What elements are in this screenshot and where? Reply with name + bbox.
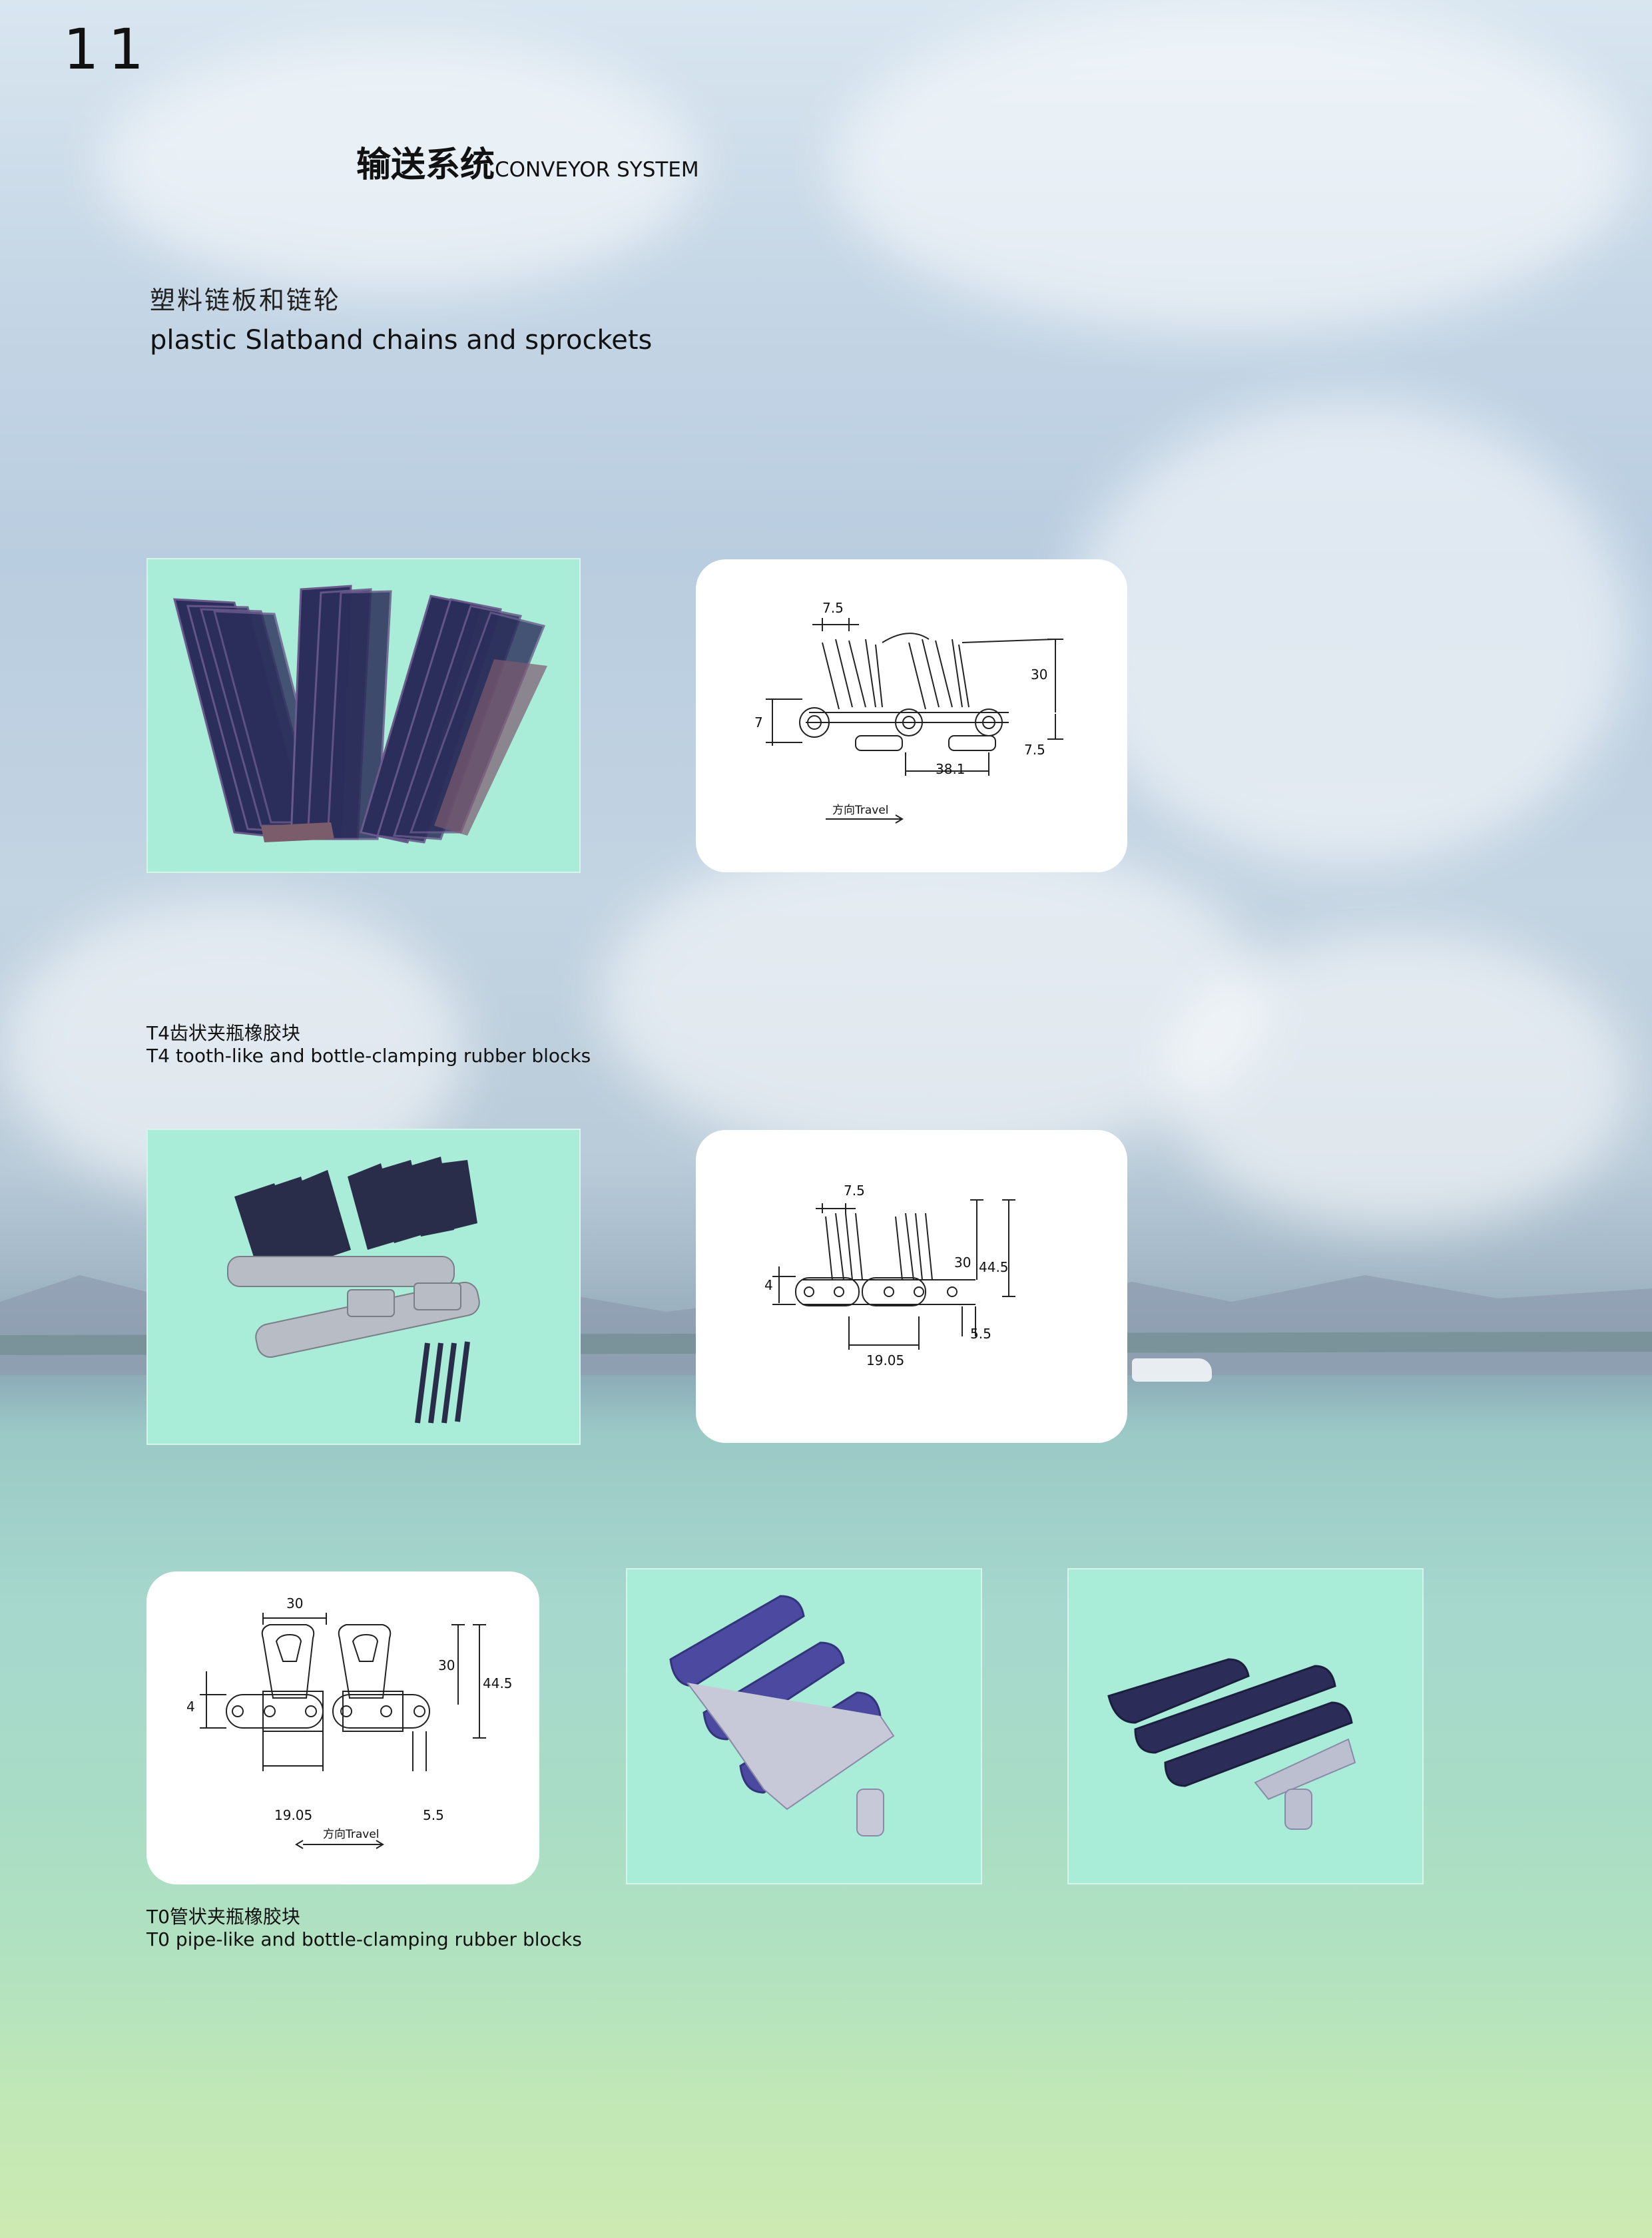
title-en: CONVEYOR SYSTEM xyxy=(495,158,699,182)
caption-t0-en: T0 pipe-like and bottle-clamping rubber … xyxy=(146,1928,582,1950)
dim-total-height: 44.5 xyxy=(979,1259,1009,1275)
caption-t4: T4齿状夹瓶橡胶块 T4 tooth-like and bottle-clamp… xyxy=(146,1022,591,1067)
title-cn: 输送系统 xyxy=(356,145,495,185)
product-photo-t4-chain xyxy=(146,1129,581,1445)
dim-bottom-gap: 5.5 xyxy=(970,1326,991,1342)
dim-height: 30 xyxy=(1031,667,1047,683)
dim-pitch: 19.05 xyxy=(866,1352,904,1368)
dim-width: 30 xyxy=(286,1595,303,1611)
page-number: 11 xyxy=(63,17,153,82)
dim-bottom-gap: 5.5 xyxy=(423,1807,444,1823)
caption-t4-en: T4 tooth-like and bottle-clamping rubber… xyxy=(146,1045,591,1067)
section-title-cn: 塑料链板和链轮 xyxy=(150,286,342,315)
technical-drawing-t4-side: 7.5 30 7 7.5 38.1 方向Travel xyxy=(696,559,1127,872)
dim-bottom-gap: 7.5 xyxy=(1024,742,1045,758)
dim-left-height: 7 xyxy=(754,714,763,730)
dim-left-height: 4 xyxy=(764,1277,773,1293)
technical-drawing-t0: 30 30 44.5 4 19.05 5.5 方向Travel xyxy=(146,1571,539,1884)
travel-direction: 方向Travel xyxy=(832,804,889,817)
product-photo-t0-dark xyxy=(1067,1568,1424,1884)
technical-drawing-t4-small: 7.5 30 44.5 4 5.5 19.05 xyxy=(696,1130,1127,1443)
dim-pitch: 38.1 xyxy=(936,761,965,777)
product-photo-t0-blue xyxy=(626,1568,982,1884)
dim-pitch-top: 7.5 xyxy=(844,1183,865,1199)
product-photo-t4-blocks xyxy=(146,558,581,873)
caption-t0: T0管状夹瓶橡胶块 T0 pipe-like and bottle-clampi… xyxy=(146,1906,582,1951)
dim-height: 30 xyxy=(438,1657,455,1673)
dim-total-height: 44.5 xyxy=(483,1675,513,1691)
dim-height: 30 xyxy=(954,1255,971,1270)
dim-left-height: 4 xyxy=(186,1699,195,1715)
caption-t0-cn: T0管状夹瓶橡胶块 xyxy=(146,1906,300,1928)
dim-pitch: 19.05 xyxy=(274,1807,312,1823)
page-title: 输送系统CONVEYOR SYSTEM xyxy=(356,137,699,186)
travel-direction: 方向Travel xyxy=(323,1828,380,1841)
boat xyxy=(1132,1358,1212,1382)
caption-t4-cn: T4齿状夹瓶橡胶块 xyxy=(146,1022,300,1044)
dim-pitch-top: 7.5 xyxy=(822,600,844,616)
section-title-en: plastic Slatband chains and sprockets xyxy=(150,325,653,356)
